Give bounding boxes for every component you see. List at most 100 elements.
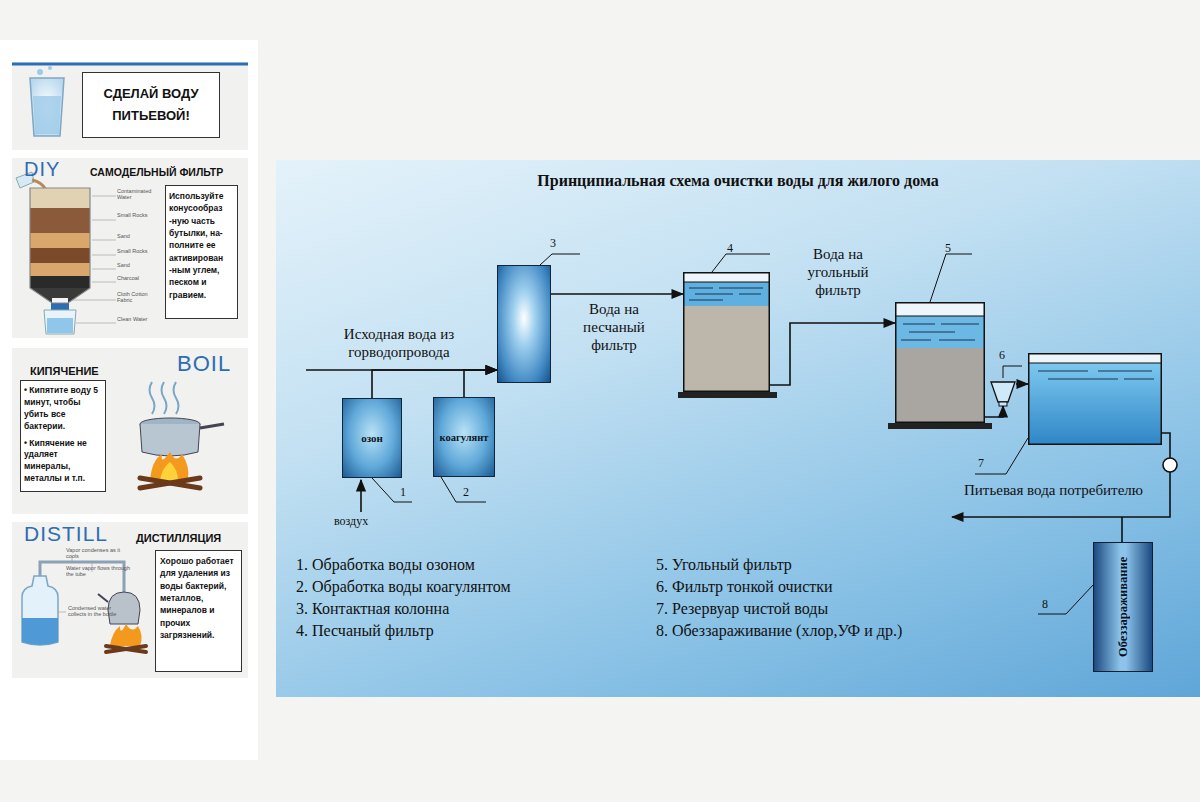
pump-symbol xyxy=(1163,458,1177,472)
drawing-part xyxy=(30,288,90,303)
drawing-part xyxy=(150,452,188,480)
node-label: DIY xyxy=(24,158,60,181)
drawing-part xyxy=(92,269,116,270)
drawing-part xyxy=(683,282,770,283)
glass-icon xyxy=(30,66,64,136)
dosing-pipe xyxy=(1121,517,1123,542)
drawing-part xyxy=(975,438,1028,474)
drawing-part xyxy=(1038,371,1088,372)
drawing-part xyxy=(72,196,116,323)
fine-filter-cup xyxy=(990,378,1016,406)
drawing-part xyxy=(150,382,155,414)
drawing-part xyxy=(895,348,985,423)
drawing-part xyxy=(58,612,66,613)
node-sublabel: BOIL xyxy=(177,351,231,377)
source-pipe xyxy=(306,369,497,371)
node-sublabel: • Кипячение не удаляет минералы, металлы… xyxy=(21,438,105,486)
drawing-part xyxy=(30,208,90,233)
sand-filter: 4 xyxy=(683,272,770,392)
drawing-part xyxy=(58,556,92,612)
drawing-part xyxy=(47,318,73,333)
node-label: озон xyxy=(343,399,401,477)
drawing-part xyxy=(150,382,179,414)
drawing-part xyxy=(991,382,1015,402)
filter-tank-art xyxy=(895,302,985,423)
layer-label: Contaminated Water xyxy=(117,189,163,200)
node-label: 5 xyxy=(945,241,951,256)
key-item: 8. Обеззараживание (хлор,УФ и др.) xyxy=(656,622,902,640)
drawing-part xyxy=(1028,363,1162,445)
node-label: Обеззараживание xyxy=(1094,543,1152,671)
pipe-connector xyxy=(551,293,683,295)
flow-label: воздух xyxy=(334,514,368,529)
drawing-part xyxy=(140,478,200,488)
drawing-part xyxy=(92,240,116,241)
drawing-part xyxy=(30,78,64,136)
key-item: 1. Обработка воды озоном xyxy=(296,556,475,574)
key-item: 2. Обработка воды коагулянтом xyxy=(296,578,511,596)
card-rule xyxy=(12,63,248,66)
note-box: Используйте конусообраз -ную часть бутыл… xyxy=(165,185,238,319)
drawing-part xyxy=(1038,371,1154,379)
drawing-part xyxy=(22,576,58,645)
node-label: коагулянт xyxy=(434,398,494,476)
drawing-part xyxy=(51,303,69,310)
method-card: DISTILL ДИСТИЛЛЯЦИЯ Хорошо работает для уд… xyxy=(12,522,248,678)
node-label: • Кипятите воду 5 минут, чтобы убить все… xyxy=(21,385,105,433)
reservoir-art xyxy=(1028,353,1162,445)
outlet-pipe xyxy=(1162,433,1170,458)
drawing-part xyxy=(1048,379,1118,380)
drawing-part xyxy=(540,254,580,265)
drawing-part xyxy=(683,282,770,306)
note-box: • Кипятите воду 5 минут, чтобы убить все… xyxy=(20,380,106,492)
filter-base xyxy=(678,392,777,398)
drawing-part xyxy=(30,263,90,276)
pipe-connector xyxy=(372,370,497,398)
callout-number: 1 xyxy=(400,485,406,500)
drawing-part xyxy=(92,220,116,221)
drawing-part xyxy=(30,188,90,208)
drawing-part xyxy=(999,402,1007,406)
edge-label: Вода на песчаный фильтр xyxy=(566,300,662,354)
drawing-part xyxy=(895,302,985,316)
drawing-part xyxy=(1028,363,1162,364)
drawing-part xyxy=(719,288,763,289)
drawing-part xyxy=(30,276,90,288)
layer-label: Cloth Cotton Fabric xyxy=(117,292,163,303)
node-label: СДЕЛАЙ ВОДУ ПИТЬЕВОЙ! xyxy=(83,73,219,137)
pipe-connector xyxy=(770,323,895,385)
key-item: 7. Резервуар чистой воды xyxy=(656,600,828,618)
pipe-connector xyxy=(985,406,1003,417)
note-box: Хорошо работает для удаления из воды бак… xyxy=(155,550,242,672)
layer-label: Charcoal xyxy=(117,276,163,282)
drawing-part xyxy=(1029,354,1162,445)
drawing-part xyxy=(689,300,723,301)
drawing-part xyxy=(140,478,200,488)
outlet-pipe xyxy=(952,472,1170,517)
drawing-part xyxy=(909,332,955,333)
clean-water-tank: 7 xyxy=(1028,353,1162,445)
process-label: Vapor condenses as it cools xyxy=(66,548,126,559)
drawing-part xyxy=(22,618,58,645)
air-pipe xyxy=(360,480,362,512)
layer-label: Small Rocks xyxy=(117,213,163,219)
title-card: СДЕЛАЙ ВОДУ ПИТЬЕВОЙ! xyxy=(82,72,220,138)
callout-number: 2 xyxy=(463,485,469,500)
drawing-part xyxy=(72,300,116,301)
node-label: DISTILL xyxy=(24,522,108,546)
drawing-part xyxy=(941,324,979,325)
drawing-part xyxy=(1003,366,1022,378)
node-label: 6 xyxy=(999,348,1005,363)
drawing-part xyxy=(683,306,770,392)
layer-label: Sand xyxy=(117,234,163,240)
drawing-part xyxy=(160,462,178,480)
drawing-part xyxy=(30,188,90,303)
drawing-part xyxy=(939,340,975,341)
node-sublabel: ДИСТИЛЛЯЦИЯ xyxy=(136,532,221,544)
drawing-part xyxy=(92,255,116,256)
process-label: Water vapor flows through the tube xyxy=(66,566,136,577)
drawing-part xyxy=(684,273,770,392)
drawing-part xyxy=(76,323,116,324)
filter-tank-art xyxy=(683,272,770,392)
drawing-part xyxy=(1124,379,1154,380)
